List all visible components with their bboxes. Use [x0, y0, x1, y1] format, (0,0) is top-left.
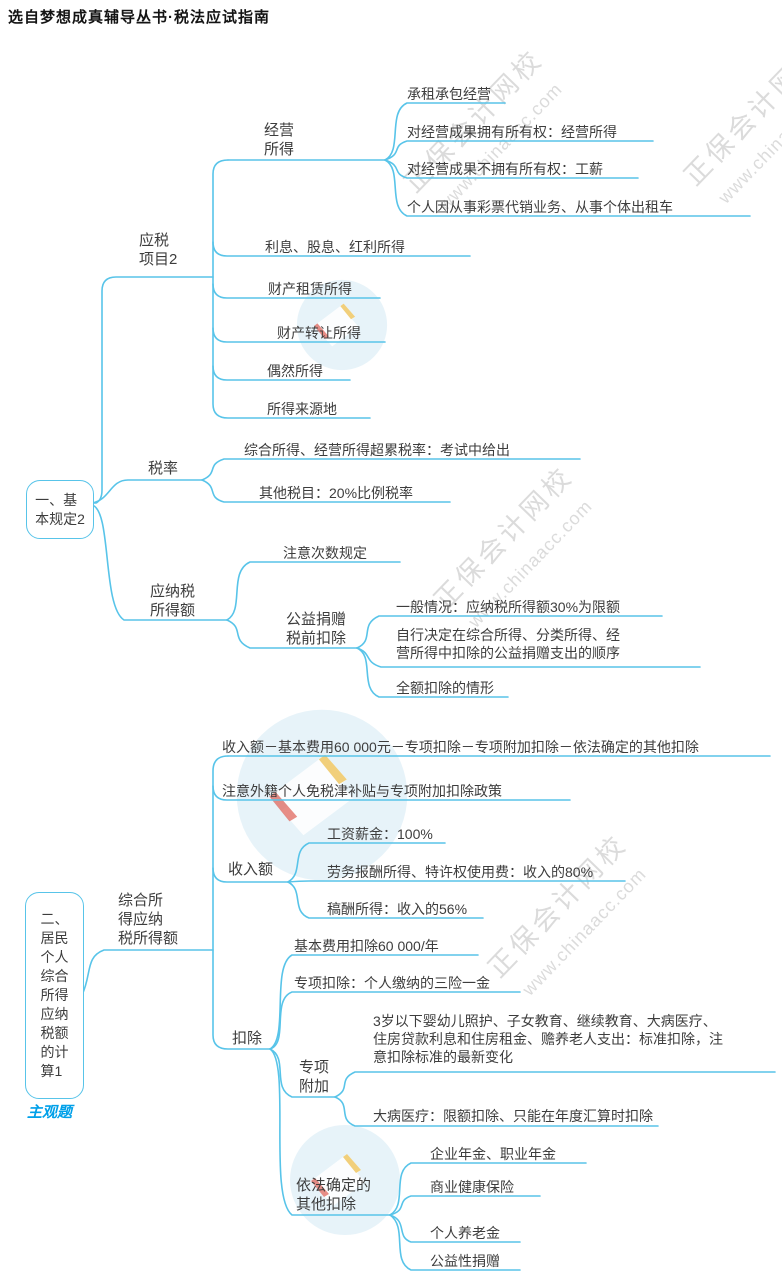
root-node-resident-comprehensive: 二、 居民 个人 综合 所得 应纳 税额 的计 算1 — [25, 892, 84, 1099]
leaf-contract-lease-operation: 承租承包经营 — [407, 86, 491, 102]
branch-connectors — [81, 102, 776, 1271]
leaf-serious-illness: 大病医疗：限额扣除、只能在年度汇算时扣除 — [373, 1108, 653, 1124]
leaf-special-additional-items: 3岁以下婴幼儿照护、子女教育、继续教育、大病医疗、住房贷款利息和住房租金、赡养老… — [373, 1013, 723, 1065]
subjective-question-badge: 主观题 — [27, 1104, 73, 1121]
leaf-personal-pension: 个人养老金 — [430, 1225, 500, 1241]
leaf-basic-fee-deduction: 基本费用扣除60 000/年 — [294, 938, 439, 954]
leaf-progressive-rate: 综合所得、经营所得超累税率：考试中给出 — [244, 442, 510, 458]
leaf-income-source: 所得来源地 — [267, 401, 337, 417]
leaf-lottery-taxi: 个人因从事彩票代销业务、从事个体出租车 — [407, 199, 673, 215]
leaf-own-operation-results: 对经营成果拥有所有权：经营所得 — [407, 124, 617, 140]
leaf-not-own-operation-results: 对经营成果不拥有所有权：工薪 — [407, 161, 603, 177]
leaf-commercial-health-insurance: 商业健康保险 — [430, 1179, 514, 1195]
leaf-annuity: 企业年金、职业年金 — [430, 1146, 556, 1162]
leaf-donation-full-deduct: 全额扣除的情形 — [396, 680, 494, 696]
node-taxable-items: 应税 项目2 — [139, 232, 178, 268]
node-other-legal-deductions: 依法确定的 其他扣除 — [296, 1177, 372, 1213]
leaf-foreign-individual-note: 注意外籍个人免税津补贴与专项附加扣除政策 — [222, 783, 502, 799]
leaf-special-deduction: 专项扣除：个人缴纳的三险一金 — [294, 975, 490, 991]
leaf-manuscript-56: 稿酬所得：收入的56% — [327, 901, 468, 917]
leaf-labor-royalty-80: 劳务报酬所得、特许权使用费：收入的80% — [327, 864, 594, 880]
leaf-income-formula: 收入额－基本费用60 000元－专项扣除－专项附加扣除－依法确定的其他扣除 — [222, 739, 699, 755]
leaf-incidental-income: 偶然所得 — [267, 363, 323, 379]
leaf-interest-dividend: 利息、股息、红利所得 — [265, 239, 405, 255]
node-tax-rate: 税率 — [148, 460, 179, 477]
leaf-frequency-note: 注意次数规定 — [283, 545, 367, 561]
node-comprehensive-taxable-income: 综合所 得应纳 税所得额 — [118, 892, 179, 947]
leaf-property-transfer: 财产转让所得 — [277, 325, 361, 341]
root-node-basic-rules: 一、基 本规定2 — [26, 480, 94, 539]
node-deductions: 扣除 — [232, 1030, 263, 1047]
leaf-salary-100: 工资薪金：100% — [327, 826, 433, 842]
page-title: 选自梦想成真辅导丛书·税法应试指南 — [8, 9, 270, 26]
leaf-proportional-rate: 其他税目：20%比例税率 — [259, 485, 414, 501]
node-taxable-income: 应纳税 所得额 — [150, 583, 196, 619]
node-special-additional: 专项 附加 — [299, 1059, 330, 1095]
leaf-public-welfare-donation: 公益性捐赠 — [430, 1253, 500, 1269]
node-business-income: 经营 所得 — [264, 122, 295, 158]
leaf-donation-order: 自行决定在综合所得、分类所得、经营所得中扣除的公益捐赠支出的顺序 — [396, 627, 620, 661]
leaf-property-lease: 财产租赁所得 — [268, 281, 352, 297]
node-income-amount: 收入额 — [228, 861, 274, 878]
node-donation-deduction: 公益捐赠 税前扣除 — [286, 611, 347, 647]
leaf-donation-general: 一般情况：应纳税所得额30%为限额 — [396, 599, 621, 615]
